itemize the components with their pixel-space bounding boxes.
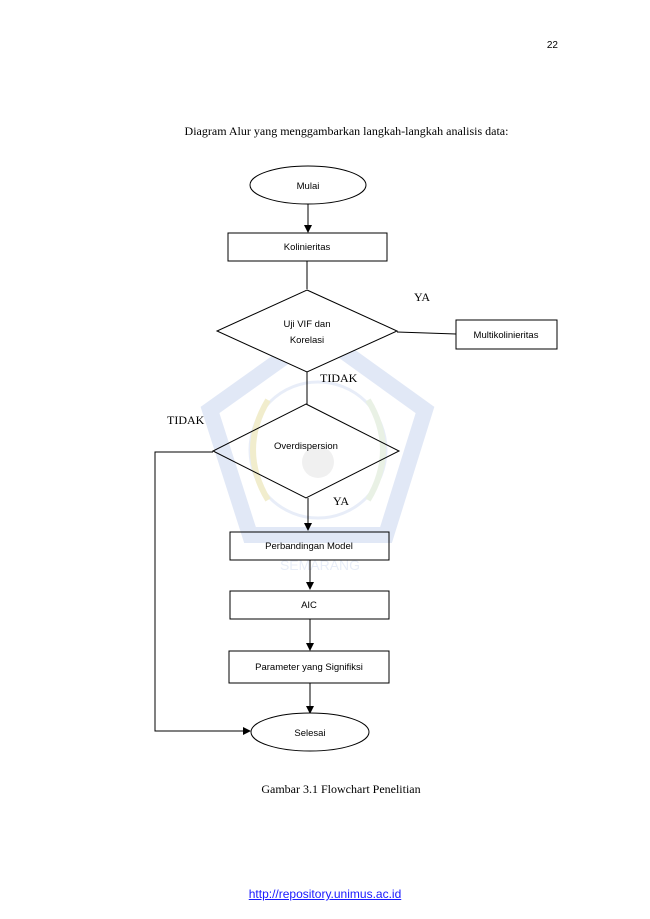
overdispersion-label: Overdispersion <box>274 441 338 452</box>
start-label: Mulai <box>297 181 320 192</box>
vif-decision-label-line2: Korelasi <box>290 335 324 346</box>
label-tidak-vif: TIDAK <box>320 371 358 385</box>
repository-link[interactable]: http://repository.unimus.ac.id <box>248 887 402 901</box>
intro-text: Diagram Alur yang menggambarkan langkah-… <box>184 124 509 138</box>
watermark-seal-icon: SEMARANG <box>200 323 435 573</box>
figure-caption: Gambar 3.1 Flowchart Penelitian <box>261 782 421 796</box>
model-comparison-label: Perbandingan Model <box>265 541 353 552</box>
vif-decision-label-line1: Uji VIF dan <box>284 319 331 330</box>
overdispersion-decision: Overdispersion <box>211 403 401 499</box>
start-terminal: Mulai <box>249 165 367 205</box>
parameters-box: Parameter yang Signifiksi <box>228 650 390 684</box>
aic-label: AIC <box>301 600 317 611</box>
multicollinearity-box: Multikolinieritas <box>455 319 558 350</box>
svg-text:SEMARANG: SEMARANG <box>280 557 360 573</box>
page-number: 22 <box>546 40 558 51</box>
vif-decision: Uji VIF dan Korelasi <box>215 289 399 373</box>
label-tidak-overdispersion: TIDAK <box>167 413 205 427</box>
aic-box: AIC <box>229 590 390 620</box>
line-vif-to-multicollinearity <box>396 331 457 335</box>
parameters-label: Parameter yang Signifiksi <box>255 662 363 673</box>
collinearity-box: Kolinieritas <box>227 232 388 262</box>
label-ya-vif: YA <box>414 290 430 304</box>
collinearity-label: Kolinieritas <box>284 242 331 253</box>
line-overdispersion-to-end <box>154 451 251 735</box>
end-terminal: Selesai <box>250 712 370 752</box>
end-label: Selesai <box>294 728 325 739</box>
multicollinearity-label: Multikolinieritas <box>474 330 539 341</box>
label-ya-overdispersion: YA <box>333 494 349 508</box>
